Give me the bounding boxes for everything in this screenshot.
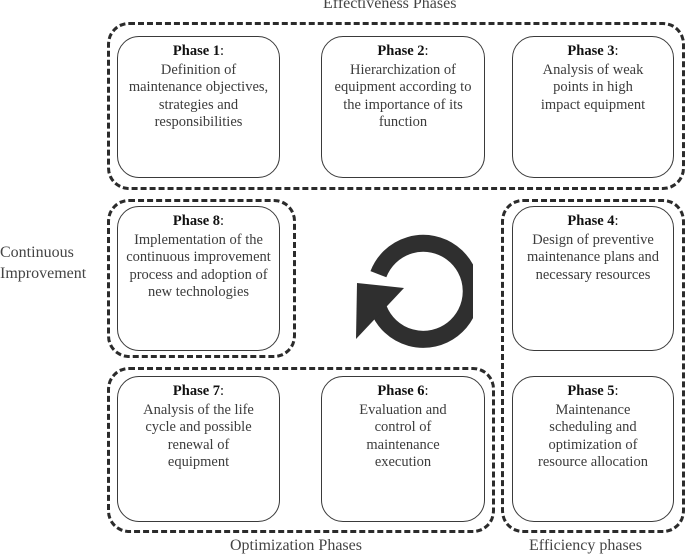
phase-4-title: Phase 4 (567, 213, 615, 229)
phase-1-description: Definition of maintenance objectives, st… (128, 61, 269, 131)
circular-arrow-icon (356, 234, 473, 348)
effectiveness-group (107, 22, 685, 190)
efficiency-phases-label: Efficiency phases (529, 537, 642, 554)
phase-4-box: Phase 4: Design of preventive maintenanc… (512, 206, 674, 351)
phase-2-description: Hierarchization of equipment according t… (334, 61, 472, 131)
phase-3-title: Phase 3 (567, 43, 615, 59)
phase-1-box: Phase 1: Definition of maintenance objec… (117, 36, 280, 178)
phase-7-description: Analysis of the life cycle and possible … (143, 401, 254, 471)
phase-5-title: Phase 5 (567, 383, 615, 399)
phase-4-description: Design of preventive maintenance plans a… (526, 231, 660, 283)
phase-5-box: Phase 5: Maintenance scheduling and opti… (512, 376, 674, 522)
effectiveness-phases-label: Effectiveness Phases (323, 0, 457, 12)
phase-3-box: Phase 3: Analysis of weak points in high… (512, 36, 674, 178)
phase-8-box: Phase 8: Implementation of the continuou… (117, 206, 280, 351)
optimization-group (107, 367, 495, 533)
phase-8-title: Phase 8 (172, 213, 221, 229)
phase-7-title: Phase 7 (172, 383, 221, 399)
continuous-improvement-label-line2: Improvement (0, 265, 87, 282)
continuous-improvement-label-line1: Continuous (0, 244, 74, 261)
phase-8-description: Implementation of the continuous improve… (126, 231, 271, 301)
continuous-improvement-group (107, 199, 296, 358)
phase-2-box: Phase 2: Hierarchization of equipment ac… (321, 36, 485, 178)
phase-7-box: Phase 7: Analysis of the life cycle and … (117, 376, 280, 522)
phase-5-description: Maintenance scheduling and optimization … (538, 401, 648, 471)
phase-2-title: Phase 2 (377, 43, 425, 59)
phase-6-description: Evaluation and control of maintenance ex… (359, 401, 447, 471)
efficiency-group (501, 199, 685, 533)
phase-6-title: Phase 6 (377, 383, 425, 399)
phase-6-box: Phase 6: Evaluation and control of maint… (321, 376, 485, 522)
phase-3-description: Analysis of weak points in high impact e… (540, 61, 646, 113)
optimization-phases-label: Optimization Phases (230, 537, 362, 554)
phase-1-title: Phase 1 (172, 43, 221, 59)
